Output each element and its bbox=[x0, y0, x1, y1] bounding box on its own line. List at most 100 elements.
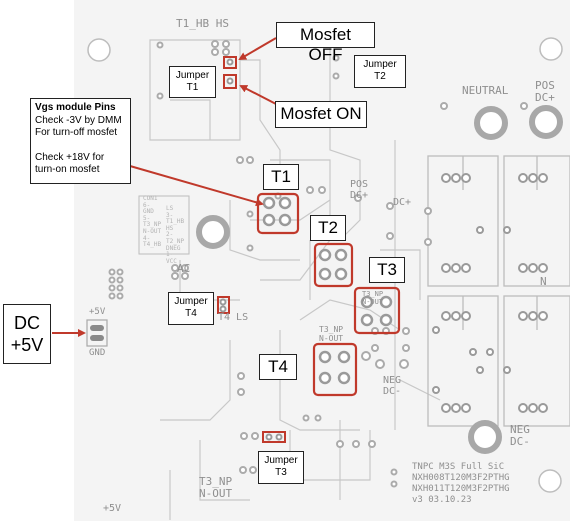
con1-label: GND bbox=[143, 208, 154, 216]
vgs-line-spacer bbox=[35, 140, 126, 152]
silk-con1-labels-2: LS 3- T1_HB HS 2- T2_NP DNEG 1- VCC bbox=[166, 205, 184, 265]
silk-t3-np-nout-left: T3_NP N-OUT bbox=[199, 476, 232, 500]
silk-dc-plus-label: DC+ bbox=[535, 91, 555, 104]
board-info-line: v3 03.10.23 bbox=[412, 495, 472, 505]
con1-label: CON1 bbox=[143, 195, 158, 202]
mounting-hole bbox=[538, 469, 562, 493]
jumper-id: T4 bbox=[185, 308, 197, 319]
silk-dc-plus-mid-label: DC+ bbox=[350, 190, 369, 201]
silk-t3-np: T3_NP bbox=[199, 475, 233, 488]
con1-label: 3- bbox=[166, 211, 174, 219]
t3-pins-highlight bbox=[353, 286, 401, 335]
silk-t3-np-nout-mid: T3_NP N-OUT bbox=[319, 325, 343, 343]
silk-t1-hb-hs: T1_HB HS bbox=[176, 17, 229, 30]
t2-pins-highlight bbox=[313, 242, 354, 288]
silk-pos-dc-mid: POS DC+ bbox=[350, 179, 368, 201]
callout-jumper-t3: Jumper T3 bbox=[258, 451, 304, 484]
con1-connector-outline bbox=[138, 195, 190, 255]
con1-label: 2- bbox=[166, 231, 174, 239]
jumper-t4-pins bbox=[219, 298, 227, 313]
silk-n-out-right: N-OUT bbox=[362, 298, 384, 306]
silk-neg-dc: NEG DC- bbox=[510, 424, 530, 448]
callout-t4: T4 bbox=[259, 354, 297, 380]
capacitor-pads bbox=[432, 173, 548, 413]
vgs-title: Vgs module Pins bbox=[35, 102, 116, 113]
t3-pins bbox=[360, 295, 393, 327]
silk-neg-dc-mid: NEG DC- bbox=[383, 375, 401, 397]
con1-label: LS bbox=[166, 205, 174, 212]
vgs-line: Check -3V by DMM bbox=[35, 114, 122, 126]
con1-label: N-OUT bbox=[143, 227, 162, 235]
power-terminals bbox=[196, 105, 563, 454]
vgs-line: Check +18V for bbox=[35, 151, 105, 163]
board-info-line: TNPC M3S Full SiC bbox=[412, 462, 505, 472]
callout-mosfet-on: Mosfet ON bbox=[275, 101, 367, 128]
callout-t2: T2 bbox=[310, 215, 346, 241]
vgs-line: turn-on mosfet bbox=[35, 164, 100, 175]
silk-dc-plus: DC+ bbox=[393, 197, 412, 208]
silk-t3-np-mid: T3_NP bbox=[319, 325, 344, 334]
callout-jumper-t4: Jumper T4 bbox=[168, 292, 214, 325]
jumper-t3-highlight bbox=[262, 431, 286, 443]
jumper-t3-pins bbox=[265, 433, 283, 441]
silk-plus5v: +5V bbox=[89, 307, 106, 317]
silk-dc-minus-mid-label: DC- bbox=[383, 386, 402, 397]
con1-label: T4_HB bbox=[143, 241, 162, 249]
silk-pos-label: POS bbox=[535, 79, 555, 92]
board-info-line: NXH011T120M3F2PTHG bbox=[412, 484, 510, 494]
t1-pins bbox=[262, 196, 292, 227]
jumper-t1-off-highlight bbox=[223, 56, 237, 69]
callout-vgs-module-pins: Vgs module Pins Check -3V by DMM For tur… bbox=[30, 98, 131, 184]
callout-jumper-t2: Jumper T2 bbox=[354, 55, 406, 88]
callout-jumper-t1: Jumper T1 bbox=[169, 66, 216, 98]
mounting-hole bbox=[87, 38, 111, 62]
jumper-id: T1 bbox=[186, 82, 199, 93]
con1-label: DNEG bbox=[166, 244, 181, 252]
con1-label: T3_NP bbox=[143, 221, 162, 229]
silk-t3-np-right: T3_NP bbox=[362, 290, 384, 298]
jumper-id: T3 bbox=[275, 467, 287, 478]
vgs-line: For turn-off mosfet bbox=[35, 127, 118, 138]
callout-mosfet-off: Mosfet OFF bbox=[276, 22, 375, 64]
dc-voltage: +5V bbox=[10, 335, 44, 355]
silk-pos-mid-label: POS bbox=[350, 179, 369, 190]
silk-ac: AC bbox=[177, 262, 191, 275]
callout-arrows bbox=[52, 37, 277, 337]
con1-label: 4- bbox=[143, 234, 151, 242]
jumper-label: Jumper bbox=[175, 70, 210, 81]
arrow-mosfet-off bbox=[238, 37, 277, 61]
silk-dc-minus-label: DC- bbox=[510, 435, 530, 448]
arrow-vgs-to-t1 bbox=[129, 165, 264, 207]
dc-5v-connector bbox=[86, 319, 108, 347]
board-info-line: NXH008T120M3F2PTHG bbox=[412, 473, 510, 483]
jumper-id: T2 bbox=[374, 71, 386, 82]
power-module-outlines bbox=[427, 155, 570, 427]
callout-dc-input: DC +5V bbox=[3, 304, 51, 364]
jumper-label: Jumper bbox=[363, 59, 397, 70]
jumper-t1-on-highlight bbox=[223, 74, 237, 89]
silk-gnd: GND bbox=[89, 348, 106, 358]
jumper-label: Jumper bbox=[174, 296, 208, 307]
silk-t3-np-nout-right: T3_NP N-OUT bbox=[362, 290, 383, 306]
jumper-label: Jumper bbox=[264, 455, 298, 466]
mounting-hole bbox=[539, 37, 563, 61]
silk-n-out: N-OUT bbox=[199, 487, 233, 500]
silk-n-out-mid: N-OUT bbox=[319, 334, 344, 343]
dc-label: DC bbox=[14, 313, 40, 333]
t4-pins bbox=[318, 350, 351, 385]
callout-t3: T3 bbox=[369, 257, 405, 283]
silk-neg-mid-label: NEG bbox=[383, 375, 402, 386]
t2-pins bbox=[318, 248, 348, 281]
con1-label: VCC bbox=[166, 257, 177, 265]
silk-board-info: TNPC M3S Full SiC NXH008T120M3F2PTHG NXH… bbox=[412, 462, 510, 506]
arrow-mosfet-on bbox=[239, 85, 277, 105]
con1-label: 5- bbox=[143, 214, 151, 222]
vias bbox=[108, 40, 528, 488]
silk-t4-ls: T4 LS bbox=[218, 312, 249, 323]
silk-pos-dc-top: POS DC+ bbox=[535, 80, 555, 104]
con1-label: 1- bbox=[166, 251, 174, 259]
con1-label: HS bbox=[166, 224, 174, 232]
con1-label: 6- bbox=[143, 201, 151, 209]
silk-bottom-plus5v: +5V bbox=[103, 503, 122, 514]
